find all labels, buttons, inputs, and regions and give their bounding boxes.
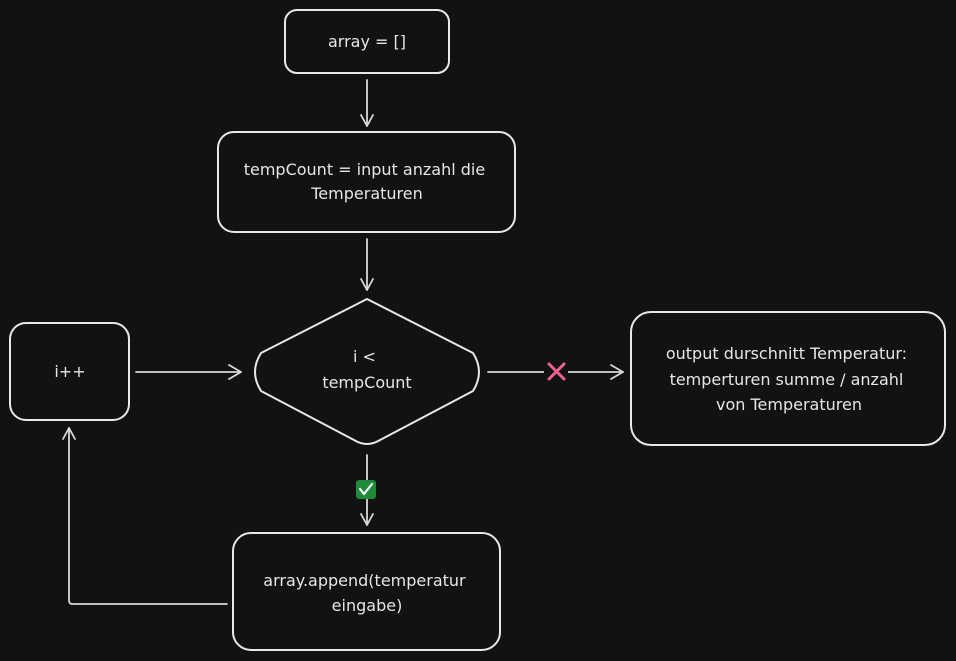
node-condition-diamond [254,298,480,445]
node-condition[interactable]: i < tempCount [254,298,480,445]
node-append-box [232,532,501,651]
node-increment-text: i++ [54,362,85,381]
arrow-temp-count-to-condition [360,238,374,291]
node-init-text: array = [] [328,32,406,51]
check-icon [356,480,376,499]
node-condition-text: i < tempCount [322,347,411,392]
arrow-append-to-increment [62,427,228,605]
arrow-init-to-temp-count [360,79,374,127]
node-temp-count-text: tempCount = input anzahl die Temperature… [244,160,491,203]
node-init[interactable]: array = [] [284,9,450,74]
node-init-box [284,9,450,74]
node-append[interactable]: array.append(temperatur eingabe) [232,532,501,651]
node-output-text: output durschnitt Temperatur: temperture… [666,344,912,414]
cross-icon [544,361,568,383]
node-append-text: array.append(temperatur eingabe) [263,571,470,615]
node-temp-count-box [217,131,516,233]
node-output[interactable]: output durschnitt Temperatur: temperture… [630,311,946,446]
node-increment[interactable]: i++ [9,322,130,421]
node-temp-count[interactable]: tempCount = input anzahl die Temperature… [217,131,516,233]
node-output-box [630,311,946,446]
arrow-increment-to-condition [135,364,242,380]
node-increment-box [9,322,130,421]
